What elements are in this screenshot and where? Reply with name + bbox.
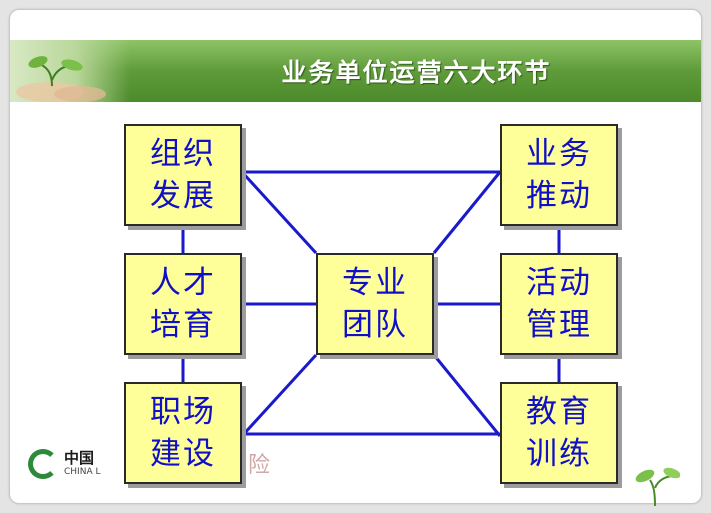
node-label: 管理 <box>526 307 592 343</box>
node-label: 活动 <box>526 265 592 301</box>
node-label: 训练 <box>526 436 592 472</box>
title-banner: 业务单位运营六大环节 <box>10 40 701 102</box>
node-label: 教育 <box>526 394 592 430</box>
slide-title: 业务单位运营六大环节 <box>281 58 552 87</box>
connector-business-team <box>432 171 502 254</box>
connector-org-team <box>240 170 318 255</box>
node-talent: 人才培育 <box>124 253 242 355</box>
node-business: 业务推动 <box>500 124 618 226</box>
node-label: 职场 <box>150 394 216 430</box>
node-label: 专业 <box>342 265 408 301</box>
sprout-icon <box>635 467 680 506</box>
logo-tail-text: 险 <box>248 453 271 478</box>
node-label: 业务 <box>526 136 592 172</box>
node-training: 教育训练 <box>500 382 618 484</box>
node-team: 专业团队 <box>316 253 434 355</box>
connector-training-team <box>432 354 502 437</box>
node-activity: 活动管理 <box>500 253 618 355</box>
node-label: 人才 <box>150 265 216 301</box>
logo-english-text: CHINA L <box>64 467 101 477</box>
sprout-in-hands-image <box>10 40 130 102</box>
logo-chinese-text: 中国 <box>64 449 95 467</box>
node-label: 培育 <box>150 307 216 343</box>
node-label: 推动 <box>526 178 592 214</box>
connector-workplace-team <box>240 353 318 438</box>
node-label: 发展 <box>150 178 216 214</box>
company-logo-icon <box>28 449 58 479</box>
node-workplace: 职场建设 <box>124 382 242 484</box>
node-org: 组织发展 <box>124 124 242 226</box>
node-label: 团队 <box>342 307 408 343</box>
node-label: 建设 <box>150 436 216 472</box>
node-label: 组织 <box>150 136 216 172</box>
